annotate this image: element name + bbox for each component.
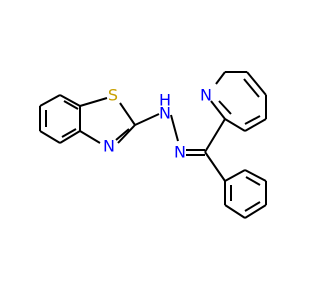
bond: [244, 169, 267, 182]
bond: [117, 124, 136, 144]
hydrazine-nitrogen-label: N: [159, 104, 171, 123]
bond: [218, 100, 232, 115]
sulfur-atom-label: S: [108, 86, 118, 105]
bond: [224, 204, 246, 219]
bond: [79, 130, 101, 144]
bond: [61, 128, 77, 138]
bond: [210, 100, 226, 120]
bond: [39, 94, 61, 107]
bond: [59, 130, 81, 144]
bond: [119, 102, 136, 126]
bond: [59, 94, 81, 107]
bond: [244, 204, 267, 219]
bond: [224, 169, 246, 182]
bond: [63, 100, 79, 110]
bond: [215, 71, 226, 85]
bond: [224, 118, 246, 132]
bond: [244, 201, 261, 212]
hydrazine-hydrogen-label: H: [159, 91, 171, 110]
bond: [115, 128, 130, 141]
pyridine-nitrogen-label: N: [200, 86, 212, 105]
bond: [244, 118, 267, 132]
bond: [170, 114, 179, 142]
bond: [79, 97, 108, 107]
bond: [134, 113, 160, 126]
bond: [204, 151, 226, 182]
bond-group: [39, 71, 267, 219]
bond: [245, 176, 261, 186]
bond: [204, 118, 226, 153]
bond: [243, 78, 260, 98]
imine-nitrogen-label: N: [174, 143, 186, 162]
bond: [39, 130, 61, 144]
molecule-diagram: S N H N N N: [39, 71, 267, 219]
atom-label-group: S N H N N N: [103, 86, 212, 162]
thiazole-nitrogen-label: N: [103, 137, 115, 156]
bond: [246, 71, 267, 96]
bond: [244, 115, 261, 125]
